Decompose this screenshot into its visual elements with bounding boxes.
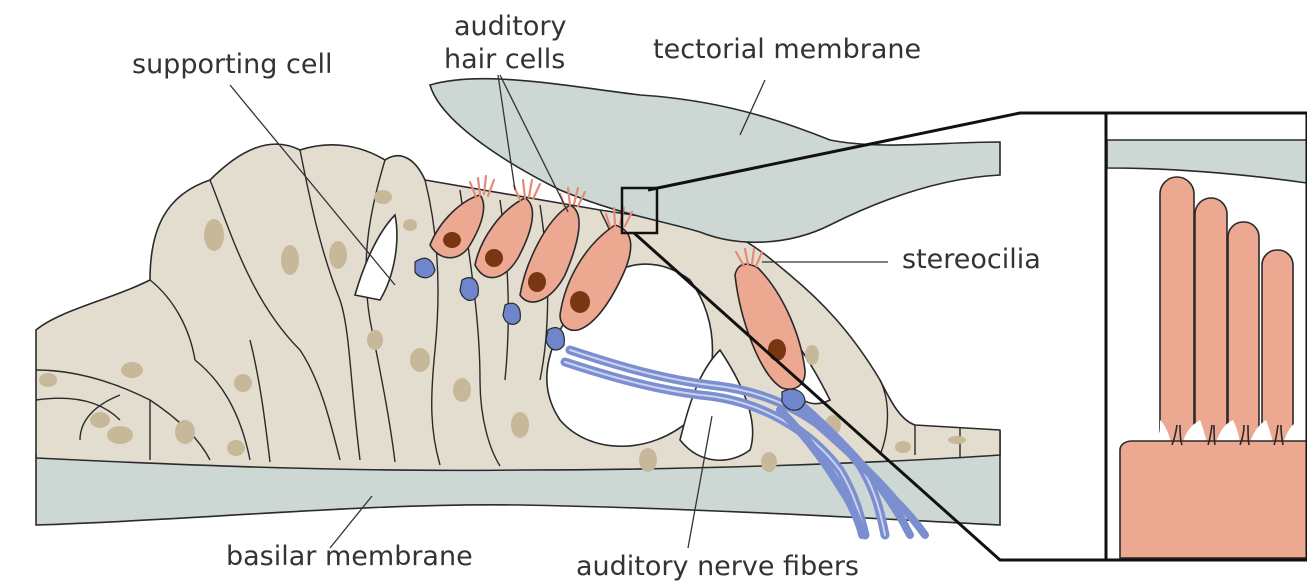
- inset-stereocilium-4: [1262, 250, 1293, 445]
- label-auditory-hair-cells-line2: hair cells: [444, 44, 565, 75]
- label-auditory-nerve-fibers: auditory nerve fibers: [576, 551, 859, 582]
- label-tectorial-membrane: tectorial membrane: [653, 34, 921, 65]
- inset-stereocilium-3: [1228, 222, 1259, 445]
- label-auditory-hair-cells-line1: auditory: [454, 11, 567, 42]
- inset-hair-cell-body: [1120, 441, 1307, 558]
- label-supporting-cell: supporting cell: [132, 49, 332, 80]
- inset-stereocilium-1: [1160, 177, 1194, 445]
- inset-stereocilium-2: [1195, 198, 1227, 445]
- label-basilar-membrane: basilar membrane: [226, 541, 473, 572]
- stereocilia-inset: [1106, 113, 1307, 560]
- label-stereocilia: stereocilia: [902, 244, 1041, 275]
